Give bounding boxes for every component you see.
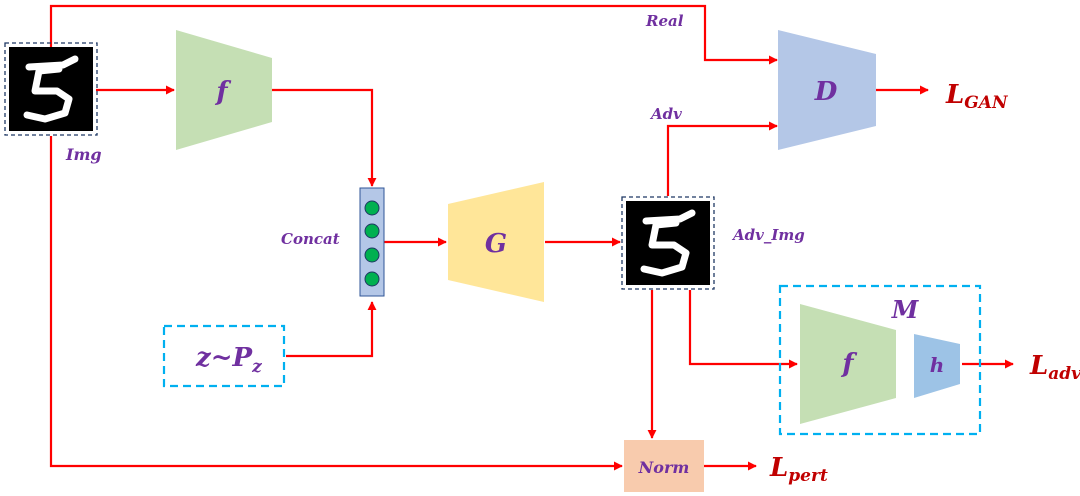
l-adv-output: Ladv	[1029, 351, 1080, 384]
noise-label: z~Pz	[195, 343, 262, 377]
noise-input-box	[162, 324, 286, 388]
g-generator-block	[448, 182, 544, 302]
h-head-block	[914, 334, 960, 398]
g-label: G	[485, 229, 507, 259]
arrow-advimg-to-m	[688, 290, 798, 369]
norm-block	[624, 440, 704, 492]
concat-label: Concat	[281, 230, 340, 248]
d-discriminator-block	[778, 30, 876, 150]
f-top-label: f	[214, 77, 231, 107]
digit-five-image-icon	[626, 201, 710, 285]
real-label: Real	[645, 12, 684, 30]
input-image	[4, 42, 98, 136]
f-encoder-block	[176, 30, 272, 150]
arrow-f-to-concat	[272, 88, 377, 187]
digit-five-image-icon	[9, 47, 93, 131]
arrow-img-to-d-real	[49, 4, 778, 65]
arrow-img-to-norm	[49, 136, 623, 471]
concat-vector	[359, 187, 385, 297]
h-label: h	[930, 353, 945, 377]
adv-img-label: Adv_Img	[731, 226, 805, 244]
arrow-noise-to-concat	[286, 301, 377, 358]
l-gan-output: LGAN	[945, 80, 1009, 113]
f-classifier-block	[800, 304, 896, 424]
d-label: D	[814, 77, 838, 107]
img-label: Img	[65, 145, 102, 164]
f-bottom-label: f	[840, 349, 857, 379]
m-model-box	[778, 284, 982, 436]
connections	[49, 4, 1014, 471]
l-pert-output: Lpert	[769, 453, 828, 486]
norm-label: Norm	[638, 458, 690, 477]
adv-image	[621, 196, 715, 290]
adv-label: Adv	[649, 105, 682, 123]
m-label: M	[891, 295, 920, 324]
arrow-advimg-to-d	[666, 121, 778, 196]
